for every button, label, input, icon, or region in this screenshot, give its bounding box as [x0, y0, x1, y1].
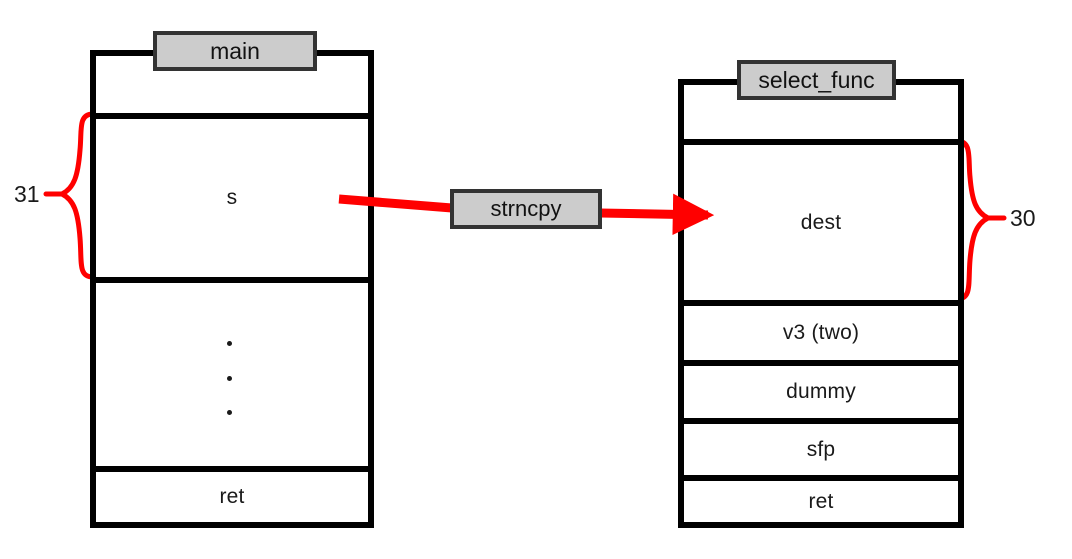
right-cell-dest-label: dest [800, 210, 842, 234]
right-cell-dummy-label: dummy [786, 380, 856, 403]
right-frame-name-label: select_func [758, 66, 875, 93]
left-cell-ret: ret [96, 466, 368, 522]
strncpy-call-label: strncpy [490, 196, 562, 221]
right-cell-ret: ret [684, 475, 958, 522]
vertical-ellipsis-icon [224, 341, 234, 415]
right-brace-value-label: 30 [1010, 205, 1036, 231]
left-stack-frame: s ret [90, 50, 374, 528]
left-cell-ellipsis [96, 277, 368, 466]
left-frame-name-tag: main [153, 31, 317, 71]
right-cell-sfp-label: sfp [806, 437, 836, 461]
left-brace-value-label: 31 [14, 181, 40, 207]
left-brace-value: 31 [14, 181, 40, 208]
right-brace [954, 138, 1007, 302]
right-stack-frame: dest v3 (two) dummy sfp ret [678, 79, 964, 528]
strncpy-call-tag: strncpy [450, 189, 602, 229]
right-brace-value: 30 [1010, 205, 1036, 232]
right-cell-v3-label: v3 (two) [782, 321, 860, 344]
right-frame-name-tag: select_func [737, 60, 896, 100]
right-cell-dest: dest [684, 139, 958, 300]
right-cell-ret-label: ret [808, 489, 834, 513]
left-cell-s-label: s [226, 186, 238, 209]
right-cell-v3: v3 (two) [684, 300, 958, 360]
left-frame-name-label: main [210, 37, 260, 64]
right-cell-dummy: dummy [684, 360, 958, 418]
left-cell-ret-label: ret [219, 485, 245, 508]
left-cell-s: s [96, 113, 368, 277]
left-brace [43, 111, 96, 280]
right-cell-sfp: sfp [684, 418, 958, 475]
